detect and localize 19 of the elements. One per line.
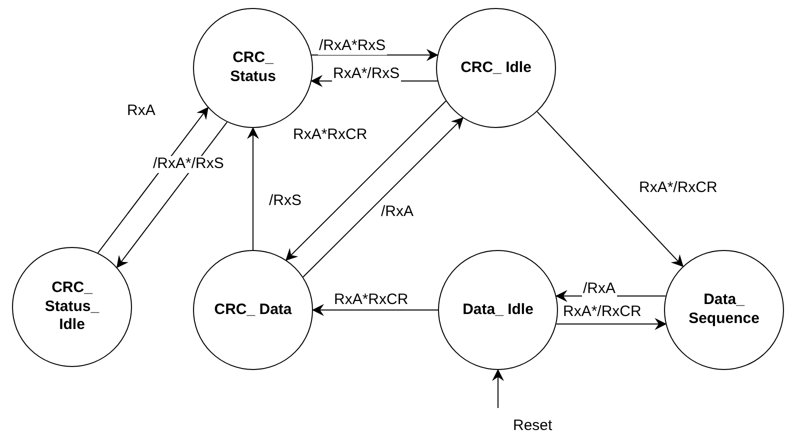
- state-name: CRC_ Data: [214, 300, 292, 320]
- state-name: Data_ Sequence: [688, 291, 760, 329]
- state-name: CRC_ Status: [229, 49, 277, 87]
- transition-arrow: [302, 117, 464, 278]
- transition-arrow: [311, 49, 438, 61]
- edge-label: /RxA*/RxS: [152, 156, 225, 172]
- transition-arrow: [247, 127, 259, 250]
- transition-arrow: [116, 122, 228, 268]
- state-name: CRC_ Idle: [460, 58, 532, 78]
- state-name: CRC_ Status_ Idle: [44, 278, 100, 336]
- transition-arrow: [97, 106, 209, 254]
- transition-arrow: [556, 318, 667, 330]
- transition-arrow: [536, 111, 684, 268]
- edge-label: RxA*/RxS: [332, 66, 401, 82]
- state-name: Data_ Idle: [462, 300, 534, 320]
- transition-arrow: [285, 100, 446, 261]
- transition-arrow: [492, 369, 504, 408]
- edge-label: /RxA: [582, 281, 617, 298]
- transition-arrow: [312, 304, 438, 316]
